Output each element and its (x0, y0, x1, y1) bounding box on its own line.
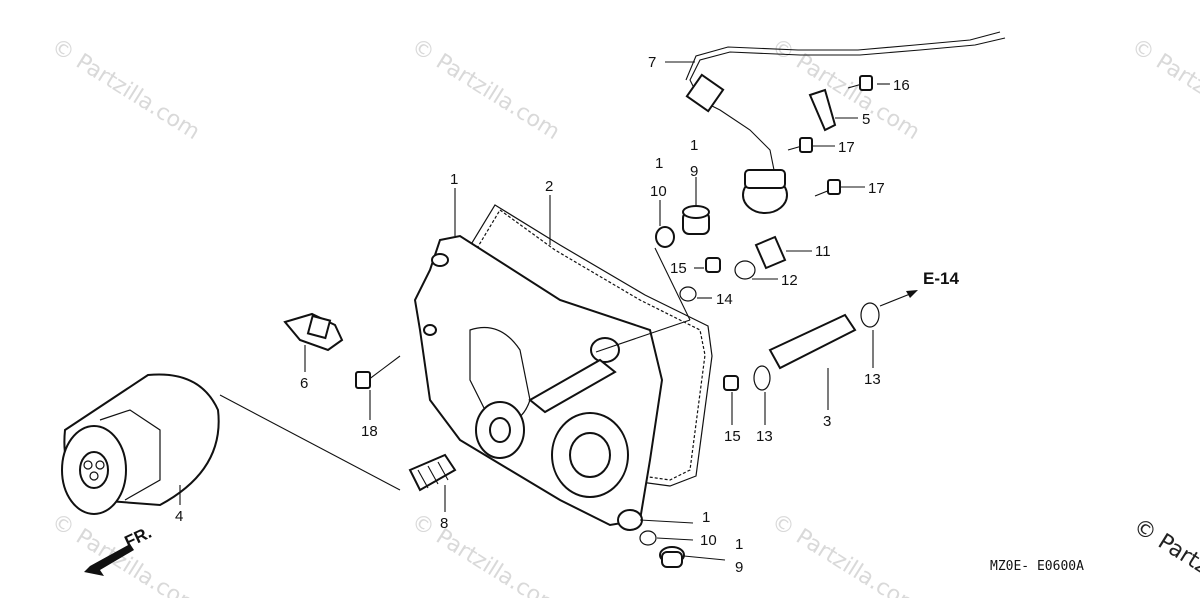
callout-4: 4 (175, 508, 183, 525)
oil-pressure-switch (283, 312, 344, 352)
callout-15: 15 (724, 428, 741, 445)
callout-13: 13 (756, 428, 773, 445)
callout-9: 9 (690, 163, 698, 180)
callout-16: 16 (893, 77, 910, 94)
bolt (847, 75, 873, 91)
callout-12: 12 (781, 272, 798, 289)
reference-arrow (879, 290, 918, 307)
watermark: © Partzilla.com (407, 34, 564, 145)
callout-9: 9 (735, 559, 743, 576)
dowel-pin (723, 375, 739, 391)
callout-13: 13 (864, 371, 881, 388)
wire-harness (689, 37, 1006, 176)
diagram-code: MZ0E- E0600A (990, 559, 1084, 574)
callout-17: 17 (838, 139, 855, 156)
filter-bolt (408, 453, 457, 492)
callout-10: 10 (650, 183, 667, 200)
callout-14: 14 (716, 291, 733, 308)
bolt (787, 137, 813, 153)
o-ring (679, 286, 697, 302)
clamp (808, 88, 837, 132)
front-direction-arrow (84, 544, 134, 576)
dowel-pin (705, 257, 721, 273)
collar (754, 235, 787, 270)
watermark: © Partzilla.com (767, 509, 924, 598)
callout-8: 8 (440, 515, 448, 532)
callout-3: 3 (823, 413, 831, 430)
leader-lines (179, 61, 890, 561)
o-ring (734, 260, 756, 280)
stud-bolt (355, 355, 401, 389)
washer (655, 226, 675, 248)
callout-17: 17 (868, 180, 885, 197)
callout-10: 10 (700, 532, 717, 549)
callout-6: 6 (300, 375, 308, 392)
callout-5: 5 (862, 111, 870, 128)
oil-pipe (768, 313, 857, 370)
callout-1: 1 (702, 509, 710, 526)
callout-1: 1 (690, 137, 698, 154)
washer (639, 530, 657, 546)
callout-1: 1 (450, 171, 458, 188)
watermark: © Partzilla.com (1127, 34, 1200, 145)
oil-plug (682, 205, 710, 235)
callout-2: 2 (545, 178, 553, 195)
callout-labels: 1 2 1 10 1 9 7 16 5 17 17 11 12 15 14 6 … (175, 54, 910, 576)
callout-1: 1 (655, 155, 663, 172)
drain-plug (659, 546, 685, 568)
oil-filter (61, 373, 220, 515)
bolt (814, 179, 841, 197)
right-crankcase-cover (413, 234, 664, 531)
watermark-corner: © Partz (1129, 514, 1200, 580)
o-ring (753, 365, 771, 391)
neutral-switch (742, 169, 788, 214)
callout-11: 11 (815, 243, 831, 260)
callout-7: 7 (648, 54, 656, 71)
watermark: © Partzilla.com (407, 509, 564, 598)
grommet (685, 73, 725, 113)
callout-1: 1 (735, 536, 743, 553)
callout-18: 18 (361, 423, 378, 440)
reference-label: E-14 (923, 269, 959, 288)
o-ring (860, 302, 880, 328)
callout-15: 15 (670, 260, 687, 277)
watermark: © Partzilla.com (47, 34, 204, 145)
